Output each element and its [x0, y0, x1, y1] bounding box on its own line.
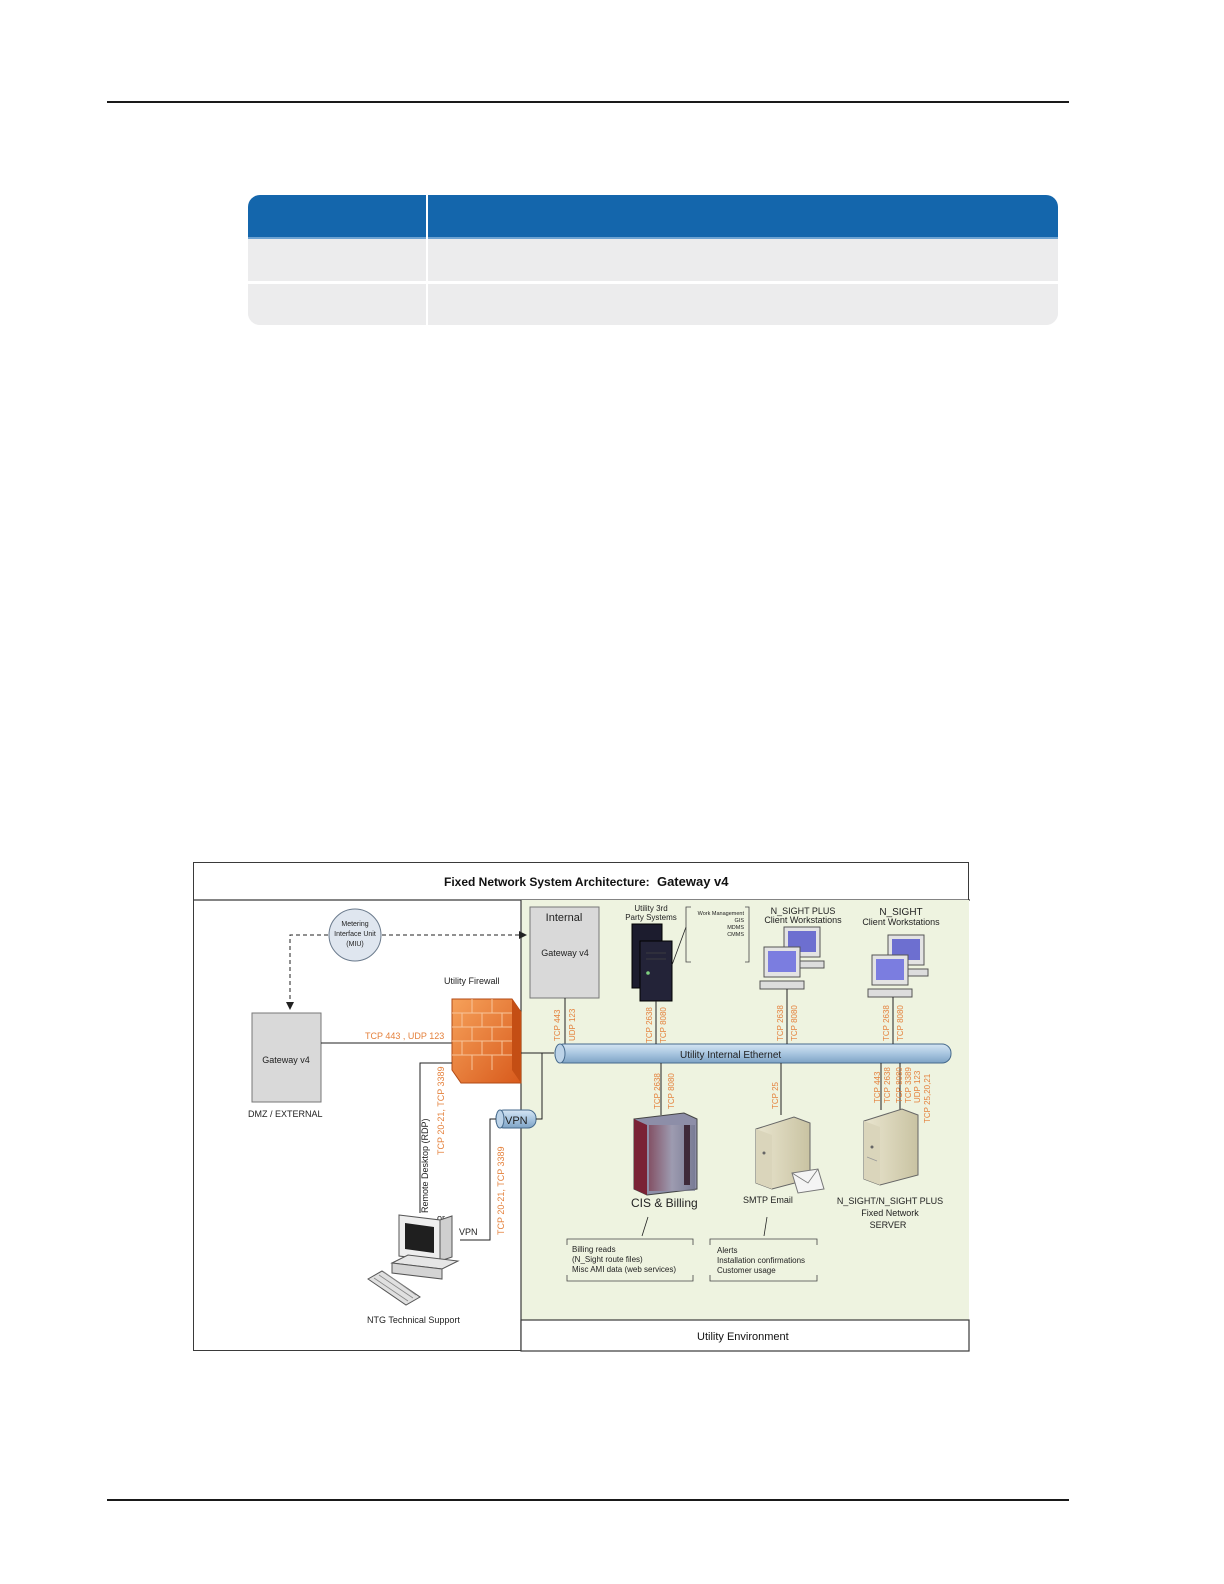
- dmz-ports: TCP 443 , UDP 123: [365, 1031, 444, 1041]
- smtp-label: SMTP Email: [743, 1195, 793, 1205]
- cis-port-1: TCP 2638: [653, 1073, 662, 1109]
- billing-note-3: Misc AMI data (web services): [572, 1265, 676, 1274]
- vpn-label: VPN: [505, 1115, 528, 1127]
- architecture-svg: Fixed Network System Architecture: Gatew…: [194, 874, 970, 1352]
- server-port-1: TCP 443: [873, 1071, 882, 1103]
- vpn-ports: TCP 20-21, TCP 3389: [496, 1146, 506, 1235]
- third-party-label-1: Utility 3rd: [634, 904, 667, 913]
- alerts-note-1: Alerts: [717, 1246, 737, 1255]
- dmz-gateway-label: Gateway v4: [262, 1055, 310, 1065]
- work-mgmt-1: Work Management: [698, 911, 745, 917]
- ethernet-label: Utility Internal Ethernet: [680, 1050, 781, 1061]
- server-port-6: TCP 25,20,21: [923, 1073, 932, 1123]
- nsp-ws-port-2: TCP 8080: [790, 1005, 799, 1041]
- diagram-title-suffix: Gateway v4: [657, 874, 729, 889]
- firewall-icon: [451, 998, 522, 1084]
- server-label-2: Fixed Network: [861, 1208, 919, 1218]
- vpn-link-label: VPN: [459, 1227, 478, 1237]
- support-label: NTG Technical Support: [367, 1315, 460, 1325]
- top-rule: [107, 101, 1069, 103]
- miu-link-dmz: [286, 934, 328, 1010]
- cis-label: CIS & Billing: [631, 1196, 698, 1210]
- internal-gateway-label: Gateway v4: [541, 948, 589, 958]
- or-label: or: [437, 1213, 445, 1223]
- server-port-2: TCP 2638: [883, 1067, 892, 1103]
- bottom-rule: [107, 1499, 1069, 1501]
- dmz-gateway-box: [251, 1012, 322, 1103]
- gw-port-udp123: UDP 123: [568, 1008, 577, 1041]
- smtp-server-icon: [755, 1116, 825, 1194]
- diagram-title: Fixed Network System Architecture: Gatew…: [444, 874, 729, 889]
- third-party-port-1: TCP 2638: [645, 1007, 654, 1043]
- dmz-label: DMZ / EXTERNAL: [248, 1109, 323, 1119]
- server-label-3: SERVER: [870, 1220, 907, 1230]
- ns-ws-port-2: TCP 8080: [896, 1005, 905, 1041]
- third-party-label-2: Party Systems: [625, 913, 677, 922]
- miu-label-3: (MIU): [346, 941, 364, 948]
- server-port-4: TCP 3389: [904, 1067, 913, 1103]
- miu-label-1: Metering: [341, 921, 368, 928]
- architecture-diagram: Fixed Network System Architecture: Gatew…: [193, 862, 970, 1352]
- utility-environment-label-box: [520, 1319, 970, 1352]
- nsp-ws-port-1: TCP 2638: [776, 1005, 785, 1041]
- ns-ws-label-1: N_SIGHT: [879, 907, 922, 918]
- server-port-3: TCP 8080: [895, 1067, 904, 1103]
- firewall-label: Utility Firewall: [444, 976, 500, 986]
- nsp-ws-label-2: Client Workstations: [764, 915, 842, 925]
- miu-label-2: Interface Unit: [334, 931, 376, 938]
- alerts-note-3: Customer usage: [717, 1266, 776, 1275]
- rdp-ports: TCP 20-21, TCP 3389: [436, 1066, 446, 1155]
- ns-ws-label-2: Client Workstations: [862, 917, 940, 927]
- internal-label: Internal: [546, 912, 583, 924]
- table-row: [248, 239, 1058, 281]
- info-table: [248, 195, 1058, 325]
- work-mgmt-4: CMMS: [727, 932, 744, 938]
- utility-environment-label: Utility Environment: [697, 1331, 789, 1343]
- table-row-divider: [248, 281, 1058, 284]
- gw-port-tcp443: TCP 443: [553, 1009, 562, 1041]
- utility-internal-ethernet: [554, 1043, 952, 1064]
- ns-ws-port-1: TCP 2638: [882, 1005, 891, 1041]
- diagram-title-prefix: Fixed Network System Architecture:: [444, 875, 650, 889]
- server-label-1: N_SIGHT/N_SIGHT PLUS: [837, 1196, 943, 1206]
- nsp-ws-label-1: N_SIGHT PLUS: [771, 906, 836, 916]
- nsp-workstation-icon: [759, 926, 825, 990]
- work-mgmt-2: GIS: [735, 918, 745, 924]
- third-party-port-2: TCP 8080: [659, 1007, 668, 1043]
- table-header: [248, 195, 1058, 237]
- smtp-port: TCP 25: [771, 1081, 780, 1109]
- miu-node: [328, 908, 382, 962]
- work-mgmt-3: MDMS: [727, 925, 744, 931]
- third-party-server-icon: [631, 923, 673, 1002]
- cis-port-2: TCP 8080: [667, 1073, 676, 1109]
- table-header-underline: [248, 237, 1058, 239]
- billing-note-1: Billing reads: [572, 1245, 616, 1254]
- table-row: [248, 284, 1058, 325]
- table-column-divider: [426, 195, 428, 325]
- alerts-note-2: Installation confirmations: [717, 1256, 805, 1265]
- server-port-5: UDP 123: [913, 1070, 922, 1103]
- billing-note-2: (N_Sight route files): [572, 1255, 643, 1264]
- ns-workstation-icon: [867, 934, 929, 998]
- nsight-server-icon: [863, 1108, 919, 1186]
- support-computer-icon: [367, 1214, 460, 1306]
- internal-gateway-box: [529, 906, 600, 999]
- remote-desktop-label: Remote Desktop (RDP): [420, 1118, 430, 1213]
- cis-billing-server-icon: [633, 1112, 698, 1196]
